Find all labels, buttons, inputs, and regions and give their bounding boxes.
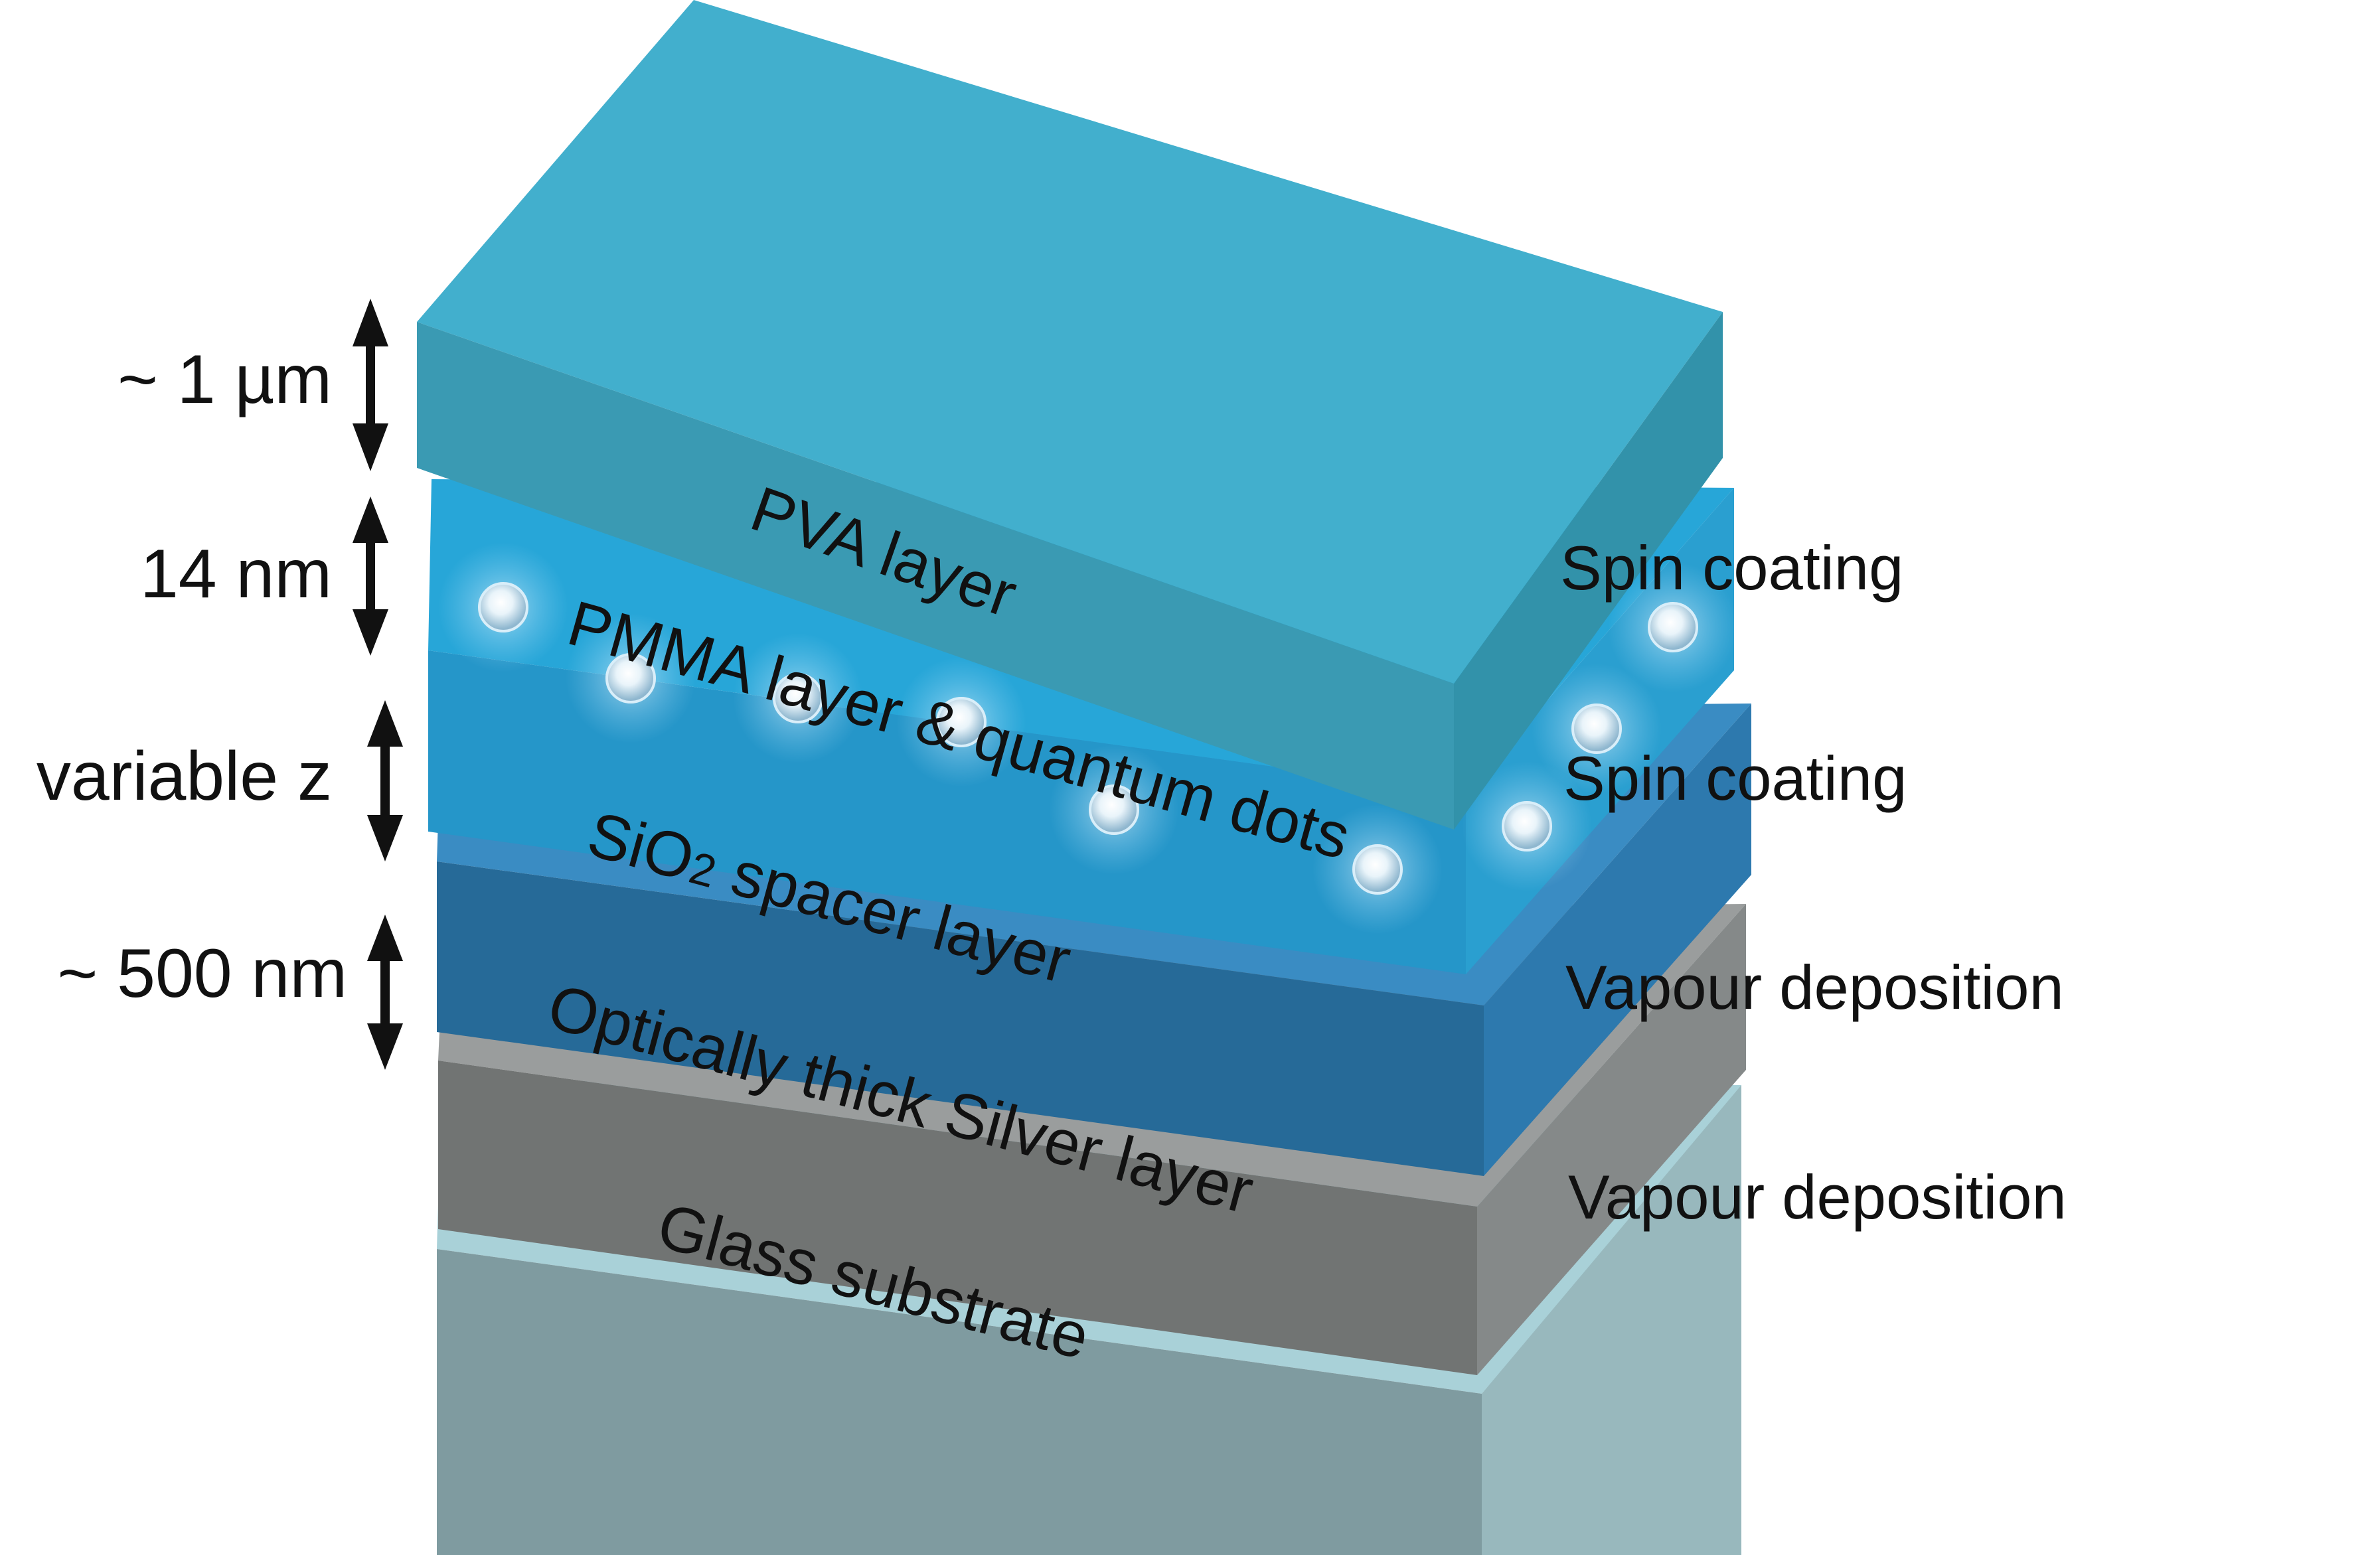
spacer-process-label: Vapour deposition	[1565, 952, 2064, 1022]
quantum-dot	[1571, 703, 1622, 754]
quantum-dot	[605, 653, 656, 703]
quantum-dot	[936, 697, 987, 747]
pva-front-face	[417, 322, 1454, 830]
pva-layer	[417, 0, 1723, 830]
pmma-thickness-label: 14 nm	[140, 536, 332, 613]
pmma-process-label: Spin coating	[1563, 743, 1907, 813]
pva-thickness-arrow	[353, 299, 388, 471]
silver-thickness-arrow	[367, 915, 403, 1070]
pva-side-face	[1454, 312, 1723, 830]
glass-front-face	[437, 1249, 1482, 1555]
spacer-front-face	[437, 861, 1484, 1176]
quantum-dot	[773, 673, 823, 723]
glass-side-face	[1482, 1085, 1741, 1555]
silver-side-face	[1477, 904, 1746, 1375]
quantum-dot	[478, 582, 528, 632]
pmma-front-face	[428, 650, 1466, 974]
spacer-side-face	[1484, 703, 1751, 1176]
quantum-dot	[1648, 602, 1698, 652]
spacer-thickness-arrow	[367, 700, 403, 861]
quantum-dot	[1089, 784, 1139, 835]
pva-thickness-label: ~ 1 µm	[118, 341, 332, 418]
quantum-dot	[1352, 844, 1403, 895]
quantum-dot	[1502, 801, 1552, 852]
pmma-thickness-arrow	[353, 496, 388, 656]
silver-front-face	[438, 1061, 1477, 1375]
thickness-arrows	[353, 299, 403, 1070]
silver-process-label: Vapour deposition	[1568, 1162, 2067, 1232]
silver-thickness-label: ~ 500 nm	[57, 935, 347, 1012]
pva-process-label: Spin coating	[1560, 533, 1903, 603]
pva-top-face	[417, 0, 1723, 684]
spacer-thickness-label: variable z	[37, 738, 332, 815]
quantum-dots	[438, 542, 1738, 934]
